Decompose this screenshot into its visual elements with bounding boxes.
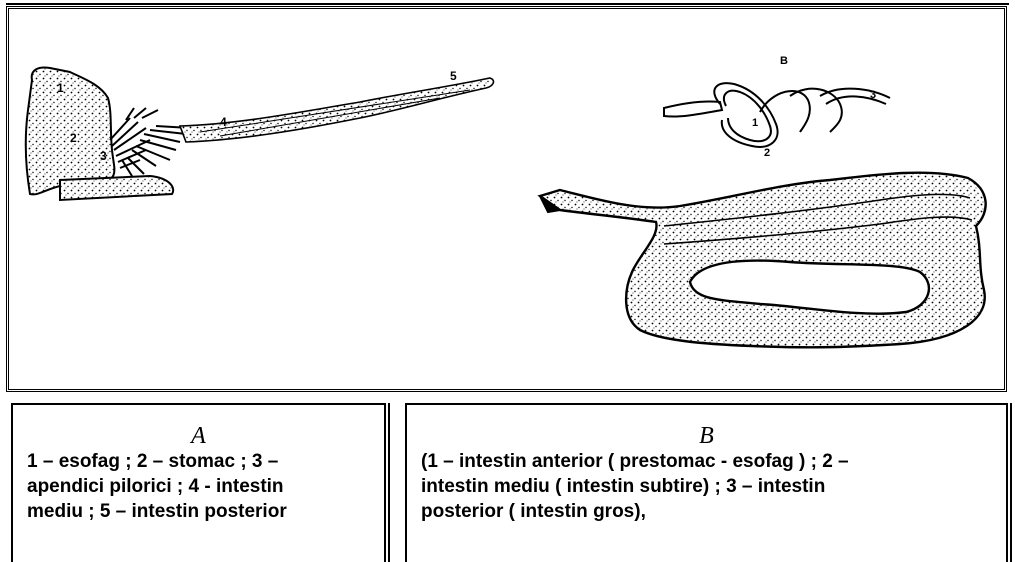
label-b-1: 1 — [752, 117, 758, 129]
caption-a-line-3: mediu ; 5 – intestin posterior — [27, 499, 374, 524]
caption-a-title: A — [13, 423, 384, 449]
caption-b-line-3: posterior ( intestin gros), — [421, 499, 996, 524]
caption-b-line-2: intestin mediu ( intestin subtire) ; 3 –… — [421, 474, 996, 499]
caption-a: A 1 – esofag ; 2 – stomac ; 3 – apendici… — [11, 403, 386, 562]
stomach-base — [60, 176, 173, 200]
caption-b-title: B — [407, 423, 1006, 449]
label-a-2: 2 — [70, 131, 77, 145]
label-a-3: 3 — [100, 149, 107, 163]
label-a-5: 5 — [450, 69, 457, 83]
label-b-small: B — [780, 55, 788, 67]
intestine-a — [180, 78, 493, 142]
caption-a-text: 1 – esofag ; 2 – stomac ; 3 – apendici p… — [13, 449, 384, 524]
caption-a-line-1: 1 – esofag ; 2 – stomac ; 3 – — [27, 449, 374, 474]
pyloric-caeca — [110, 108, 190, 176]
caption-a-line-2: apendici pilorici ; 4 - intestin — [27, 474, 374, 499]
caption-b-text: (1 – intestin anterior ( prestomac - eso… — [407, 449, 1006, 524]
drawing-b-small — [664, 83, 890, 147]
drawing-b-large — [540, 173, 986, 348]
caption-b: B (1 – intestin anterior ( prestomac - e… — [405, 403, 1008, 562]
label-a-4: 4 — [220, 115, 227, 129]
drawing-a — [26, 68, 494, 201]
label-b-3: 3 — [870, 89, 876, 101]
label-a-1: 1 — [57, 81, 64, 95]
label-b-2: 2 — [764, 147, 770, 159]
caption-b-line-1: (1 – intestin anterior ( prestomac - eso… — [421, 449, 996, 474]
digestive-tract-figure: 1 2 3 4 5 B 1 2 3 — [0, 0, 1015, 400]
